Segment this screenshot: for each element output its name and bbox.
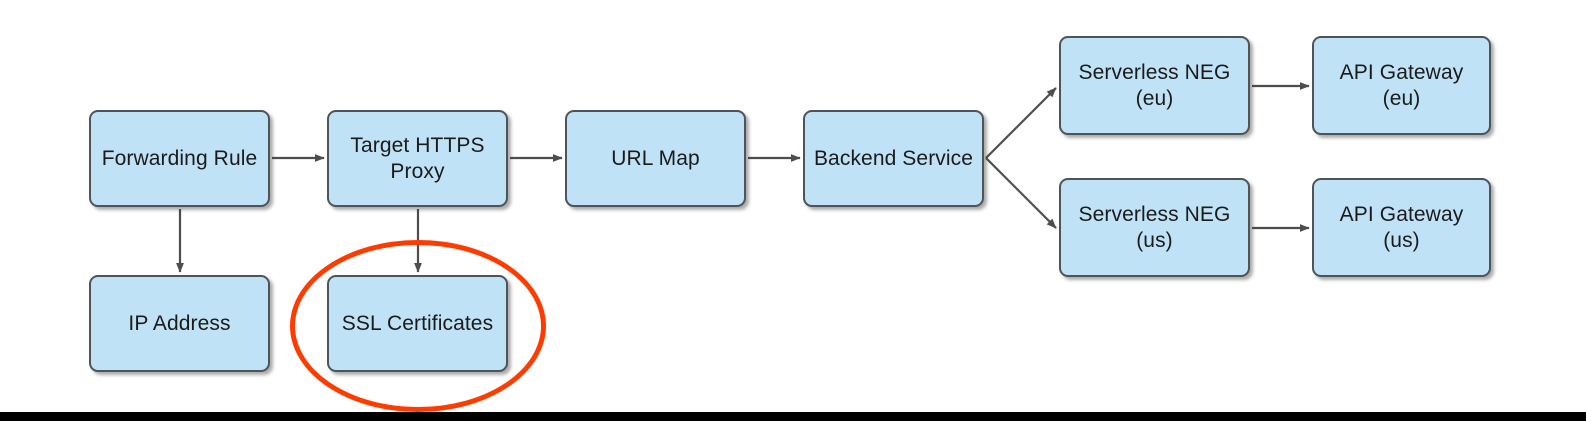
bottom-black-bar — [0, 412, 1586, 421]
node-url-map[interactable]: URL Map — [565, 110, 746, 207]
node-api-gateway-eu[interactable]: API Gateway (eu) — [1312, 36, 1491, 135]
node-url-map-label: URL Map — [611, 146, 700, 170]
node-serverless-neg-us-label: Serverless NEG (us) — [1078, 202, 1231, 252]
node-backend-service-label: Backend Service — [813, 146, 974, 170]
node-target-https-proxy-label: Target HTTPS Proxy — [350, 133, 485, 183]
node-forwarding-rule[interactable]: Forwarding Rule — [89, 110, 270, 207]
edge-backend-service-to-serverless-neg-us — [985, 157, 1057, 229]
node-target-https-proxy[interactable]: Target HTTPS Proxy — [327, 110, 508, 207]
node-api-gateway-us-label: API Gateway (us) — [1339, 202, 1464, 252]
edge-backend-service-to-serverless-neg-eu — [985, 87, 1057, 159]
node-backend-service[interactable]: Backend Service — [803, 110, 984, 207]
node-api-gateway-us[interactable]: API Gateway (us) — [1312, 178, 1491, 277]
node-ssl-certificates[interactable]: SSL Certificates — [327, 275, 508, 372]
node-api-gateway-eu-label: API Gateway (eu) — [1339, 60, 1464, 110]
node-ip-address[interactable]: IP Address — [89, 275, 270, 372]
node-forwarding-rule-label: Forwarding Rule — [101, 146, 258, 170]
node-ssl-certificates-label: SSL Certificates — [341, 311, 494, 335]
node-ip-address-label: IP Address — [128, 311, 231, 335]
node-serverless-neg-eu-label: Serverless NEG (eu) — [1078, 60, 1231, 110]
node-serverless-neg-eu[interactable]: Serverless NEG (eu) — [1059, 36, 1250, 135]
node-serverless-neg-us[interactable]: Serverless NEG (us) — [1059, 178, 1250, 277]
